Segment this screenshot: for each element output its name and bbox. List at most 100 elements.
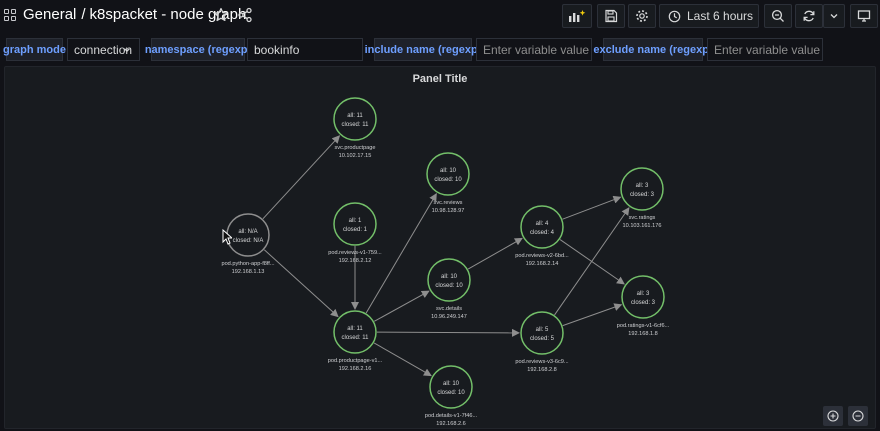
node-stat-closed: closed: 3 [630, 192, 655, 198]
node-circle[interactable] [426, 152, 470, 196]
node-circle[interactable] [429, 365, 473, 409]
share-icon[interactable] [237, 7, 253, 23]
node-title: pod.productpage-v1... [328, 358, 383, 364]
node-stat-closed: closed: 10 [437, 390, 465, 396]
node-stat-closed: closed: 10 [434, 177, 462, 183]
namespace-input[interactable]: bookinfo [247, 38, 363, 61]
node-title: svc.reviews [434, 200, 463, 206]
node-title: pod.reviews-v2-6bd... [515, 253, 569, 259]
edge-python-to-svc-productpage[interactable] [262, 135, 341, 220]
node-title: pod.reviews-v3-6c9... [515, 359, 569, 365]
node-stat-all: all: 5 [536, 327, 549, 333]
node-stat-all: all: 3 [636, 183, 649, 189]
node-circle[interactable] [621, 275, 665, 319]
breadcrumb-separator: / [81, 6, 86, 23]
node-circle[interactable] [520, 205, 564, 249]
top-navbar: General/k8spacket - node graph Last 6 ho… [0, 0, 880, 32]
node-circle[interactable] [226, 213, 270, 257]
save-icon [605, 9, 618, 23]
edge-pod-productpage-to-pod-details[interactable] [373, 342, 432, 377]
star-icon[interactable] [213, 7, 229, 23]
node-subtitle: 192.168.2.6 [436, 421, 466, 427]
edge-pod-reviews-v2-to-svc-ratings[interactable] [562, 195, 622, 220]
node-subtitle: 192.168.2.12 [339, 258, 372, 264]
node-circle[interactable] [333, 310, 377, 354]
node-stat-all: all: 3 [637, 291, 650, 297]
zoom-in-icon [827, 410, 839, 422]
dashboard-title[interactable]: k8spacket - node graph [89, 6, 247, 23]
node-title: svc.ratings [629, 215, 656, 221]
edges-layer [262, 135, 630, 377]
node-title: svc.productpage [334, 145, 375, 151]
save-dashboard-button[interactable] [597, 4, 625, 28]
node-stat-all: all: 4 [536, 221, 549, 227]
node-circle[interactable] [333, 202, 377, 246]
edge-python-to-pod-productpage[interactable] [263, 249, 339, 318]
node-stat-all: all: 10 [443, 381, 460, 387]
panel-title[interactable]: Panel Title [412, 73, 468, 85]
time-range-picker[interactable]: Last 6 hours [659, 4, 759, 28]
edge-pod-productpage-to-svc-reviews[interactable] [365, 192, 437, 314]
node-stat-closed: closed: 11 [342, 122, 370, 128]
node-stat-all: all: N/A [238, 229, 257, 235]
node-title: pod.ratings-v1-6cf6... [617, 323, 670, 329]
node-stat-closed: closed: 1 [343, 227, 368, 233]
zoom-out-time-button[interactable] [764, 4, 792, 28]
node-subtitle: 10.103.161.176 [623, 223, 662, 229]
variable-label-exclude-name: exclude name (regexp) [593, 38, 713, 61]
refresh-button[interactable] [795, 4, 823, 28]
node-circle[interactable] [333, 97, 377, 141]
edge-svc-details-to-pod-reviews-v2[interactable] [467, 237, 523, 270]
node-subtitle: 192.168.2.16 [339, 366, 372, 372]
breadcrumb: General/k8spacket - node graph [23, 6, 246, 23]
node-circle[interactable] [620, 167, 664, 211]
zoom-in-button[interactable] [823, 406, 843, 426]
edge-pod-productpage-to-pod-reviews-v3[interactable] [376, 328, 521, 337]
include-name-input[interactable]: Enter variable value [476, 38, 592, 61]
exclude-name-input[interactable]: Enter variable value [707, 38, 823, 61]
refresh-interval-dropdown[interactable] [823, 4, 845, 28]
node-subtitle: 10.96.249.147 [431, 314, 467, 320]
mouse-cursor-icon [222, 229, 232, 245]
node-circle[interactable] [520, 311, 564, 355]
chevron-down-icon [124, 48, 130, 52]
node-stat-all: all: 11 [347, 113, 363, 119]
zoom-out-button[interactable] [848, 406, 868, 426]
time-range-label: Last 6 hours [687, 9, 754, 23]
node-stat-closed: closed: 10 [435, 283, 463, 289]
edge-pod-reviews-v3-to-pod-ratings[interactable] [562, 303, 623, 327]
dashboard-settings-button[interactable] [628, 4, 656, 28]
add-panel-icon [569, 10, 586, 22]
variable-label-include-name: include name (regexp) [365, 38, 481, 61]
node-subtitle: 192.168.1.13 [232, 269, 265, 275]
chevron-down-icon [830, 14, 838, 19]
clock-icon [668, 10, 681, 22]
node-circle[interactable] [427, 258, 471, 302]
refresh-icon [803, 10, 815, 22]
node-stat-closed: closed: 4 [530, 230, 555, 236]
edge-pod-productpage-to-svc-details[interactable] [374, 290, 430, 322]
node-title: svc.details [436, 306, 462, 312]
breadcrumb-folder[interactable]: General [23, 6, 77, 23]
zoom-out-icon [771, 9, 784, 22]
edge-pod-reviews-v3-to-svc-ratings[interactable] [554, 207, 630, 316]
node-subtitle: 192.168.2.8 [527, 367, 557, 373]
kiosk-mode-button[interactable] [850, 4, 878, 28]
graph-mode-select[interactable]: connection [67, 38, 140, 61]
apps-grid-icon[interactable] [4, 9, 16, 21]
graph-node-svc-ratings[interactable]: all: 3 closed: 3 svc.ratings 10.103.161.176 [620, 167, 664, 229]
gear-icon [636, 10, 648, 22]
add-panel-button[interactable] [562, 4, 592, 28]
